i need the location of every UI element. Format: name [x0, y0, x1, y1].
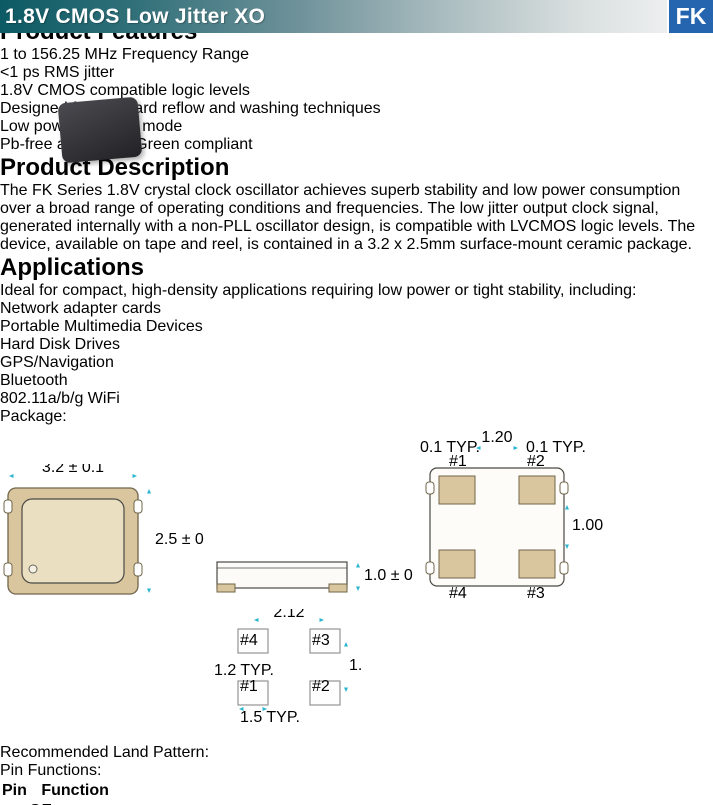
bottom-castellation-notches: [425, 481, 569, 575]
function-col-header: Function: [41, 782, 109, 799]
dim-pad-pitch-horizontal: 1.20: [481, 429, 512, 446]
pin-col-header: Pin: [2, 782, 27, 799]
package-cavity: [21, 498, 125, 584]
application-item: GPS/Navigation: [0, 354, 713, 372]
description-body: The FK Series 1.8V crystal clock oscilla…: [0, 182, 696, 253]
package-heading: Package:: [0, 408, 67, 425]
dim-land-pad-width: 1.2 TYP.: [214, 662, 274, 679]
header-bar: 1.8V CMOS Low Jitter XO FK: [0, 0, 713, 33]
fox-fk-logo: FK: [667, 0, 713, 33]
land-pattern-panel: Recommended Land Pattern: 2.12 #4 #3 #1 …: [0, 604, 713, 762]
land-label-1: #1: [240, 678, 258, 695]
pin-functions-table: Pin Function 1 OE 2 Ground 3 Clock Outpu…: [0, 780, 123, 805]
applications-intro: Ideal for compact, high-density applicat…: [0, 282, 637, 299]
pin-function-cell: OE: [29, 802, 121, 805]
dim-package-height: 2.5 ± 0.1: [155, 531, 205, 548]
dim-land-vertical: 1.6: [349, 657, 363, 674]
feature-item: 1 to 156.25 MHz Frequency Range: [0, 46, 713, 64]
land-pattern-drawing: 2.12 #4 #3 #1 #2 1.6 1.2 TYP. 1.5 TYP.: [214, 604, 371, 726]
pin1-marker-dot: [28, 564, 38, 574]
application-item: Bluetooth: [0, 372, 713, 390]
application-item: Network adapter cards: [0, 300, 713, 318]
pin-table-row: 1 OE: [2, 802, 121, 805]
pad-label-3: #3: [527, 585, 545, 602]
land-pattern-title: Recommended Land Pattern:: [0, 744, 210, 761]
land-label-4: #4: [240, 632, 258, 649]
dim-pad-pitch-vertical: 1.00: [572, 517, 603, 534]
application-item: 802.11a/b/g WiFi: [0, 390, 713, 408]
dim-land-horizontal: 2.12: [274, 609, 305, 621]
side-body: [216, 561, 349, 589]
land-pads: [237, 628, 342, 706]
pin-number-cell: 1: [2, 802, 27, 805]
castellation-notches: [3, 499, 143, 577]
package-top-view-drawing: 3.2 ± 0.1 2.5 ± 0.1: [3, 459, 217, 595]
package-side-view-drawing: 1.0 ± 0.15: [216, 561, 436, 593]
dim-package-thickness: 1.0 ± 0.15: [364, 567, 414, 584]
applications-heading: Applications: [0, 254, 145, 281]
bottom-pads: [438, 475, 556, 579]
feature-item: 1.8V CMOS compatible logic levels: [0, 82, 713, 100]
page-title: 1.8V CMOS Low Jitter XO: [5, 4, 266, 28]
applications-panel: Applications Ideal for compact, high-den…: [0, 254, 713, 408]
applications-list: Network adapter cardsPortable Multimedia…: [0, 300, 713, 408]
dim-package-width: 3.2 ± 0.1: [42, 464, 104, 476]
product-photo-bottom-view: [57, 96, 143, 164]
dim-pad-offset-right: 0.1 TYP.: [526, 439, 586, 456]
package-bottom-view-drawing: 0.1 TYP. 0.1 TYP. 1.20 #1 #2 1.00 #4 #3: [420, 429, 603, 602]
side-pad-right: [328, 583, 348, 593]
application-item: Portable Multimedia Devices: [0, 318, 713, 336]
product-description-panel: Product Description The FK Series 1.8V c…: [0, 154, 713, 254]
land-label-2: #2: [312, 678, 330, 695]
chip-pad: [58, 102, 79, 119]
application-item: Hard Disk Drives: [0, 336, 713, 354]
side-pad-left: [216, 583, 236, 593]
land-label-3: #3: [312, 632, 330, 649]
dim-pad-offset-left: 0.1 TYP.: [420, 439, 480, 456]
dim-land-pad-height: 1.5 TYP.: [240, 709, 300, 726]
pin-functions-heading: Pin Functions:: [0, 762, 102, 779]
pad-label-2: #2: [527, 453, 545, 470]
pad-label-4: #4: [449, 585, 467, 602]
pad-label-1: #1: [449, 453, 467, 470]
feature-item: <1 ps RMS jitter: [0, 64, 713, 82]
